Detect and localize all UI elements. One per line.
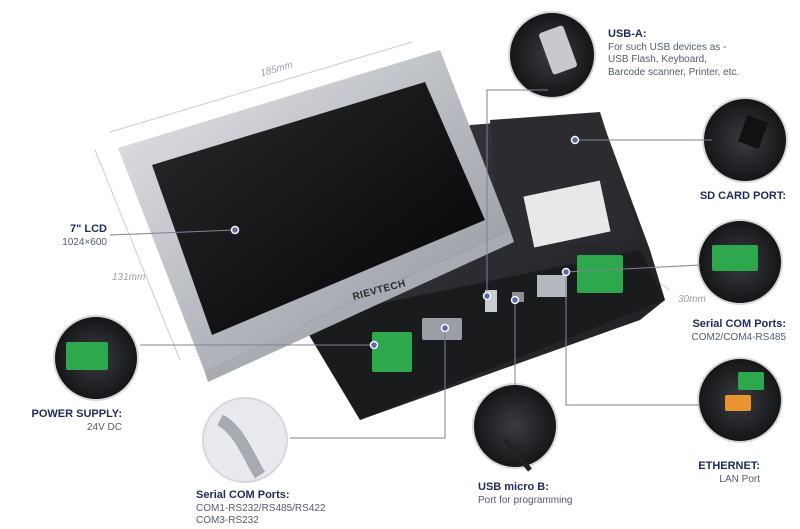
callout-serial-bottom: Serial COM Ports: COM1-RS232/RS485/RS422… xyxy=(196,489,396,528)
lcd-resolution: 1024×600 xyxy=(62,236,107,248)
serial-right-sub: COM2/COM4-RS485 xyxy=(691,331,786,343)
serial-right-title: Serial COM Ports: xyxy=(692,318,786,330)
power-title: POWER SUPPLY: xyxy=(31,408,122,420)
serial-bottom-line-2: COM3-RS232 xyxy=(196,515,259,527)
callout-usb-a: USB-A: For such USB devices as - USB Fla… xyxy=(608,28,798,79)
callout-images xyxy=(53,11,788,483)
ethernet-title: ETHERNET: xyxy=(698,460,760,472)
power-sub: 24V DC xyxy=(86,421,122,433)
serial-bottom-line-1: COM1-RS232/RS485/RS422 xyxy=(196,502,326,514)
usb-a-line-1: For such USB devices as - xyxy=(608,41,727,53)
rear-housing xyxy=(300,112,665,420)
usb-micro-title: USB micro B: xyxy=(478,481,549,493)
serial-bottom-title: Serial COM Ports: xyxy=(196,489,290,501)
usb-a-line-3: Barcode scanner, Printer, etc. xyxy=(608,66,740,78)
callout-lcd: 7" LCD 1024×600 xyxy=(12,223,107,249)
usb-micro-sub: Port for programming xyxy=(478,494,573,506)
callout-ethernet: ETHERNET: LAN Port xyxy=(660,460,760,486)
leader-lines xyxy=(109,89,712,439)
callout-sd-card: SD CARD PORT: xyxy=(660,190,786,204)
lcd-title: 7" LCD xyxy=(70,223,107,235)
callout-dots xyxy=(230,135,580,350)
callout-power: POWER SUPPLY: 24V DC xyxy=(10,408,122,434)
dimension-depth: 30mm xyxy=(678,294,706,305)
callout-serial-right: Serial COM Ports: COM2/COM4-RS485 xyxy=(660,318,786,344)
ethernet-sub: LAN Port xyxy=(719,473,760,485)
sd-card-title: SD CARD PORT: xyxy=(699,190,786,202)
usb-a-line-2: USB Flash, Keyboard, xyxy=(608,54,707,66)
front-panel xyxy=(118,50,514,382)
dimension-height: 131mm xyxy=(112,272,146,283)
callout-usb-micro: USB micro B: Port for programming xyxy=(478,481,648,507)
usb-a-title: USB-A: xyxy=(608,28,647,40)
